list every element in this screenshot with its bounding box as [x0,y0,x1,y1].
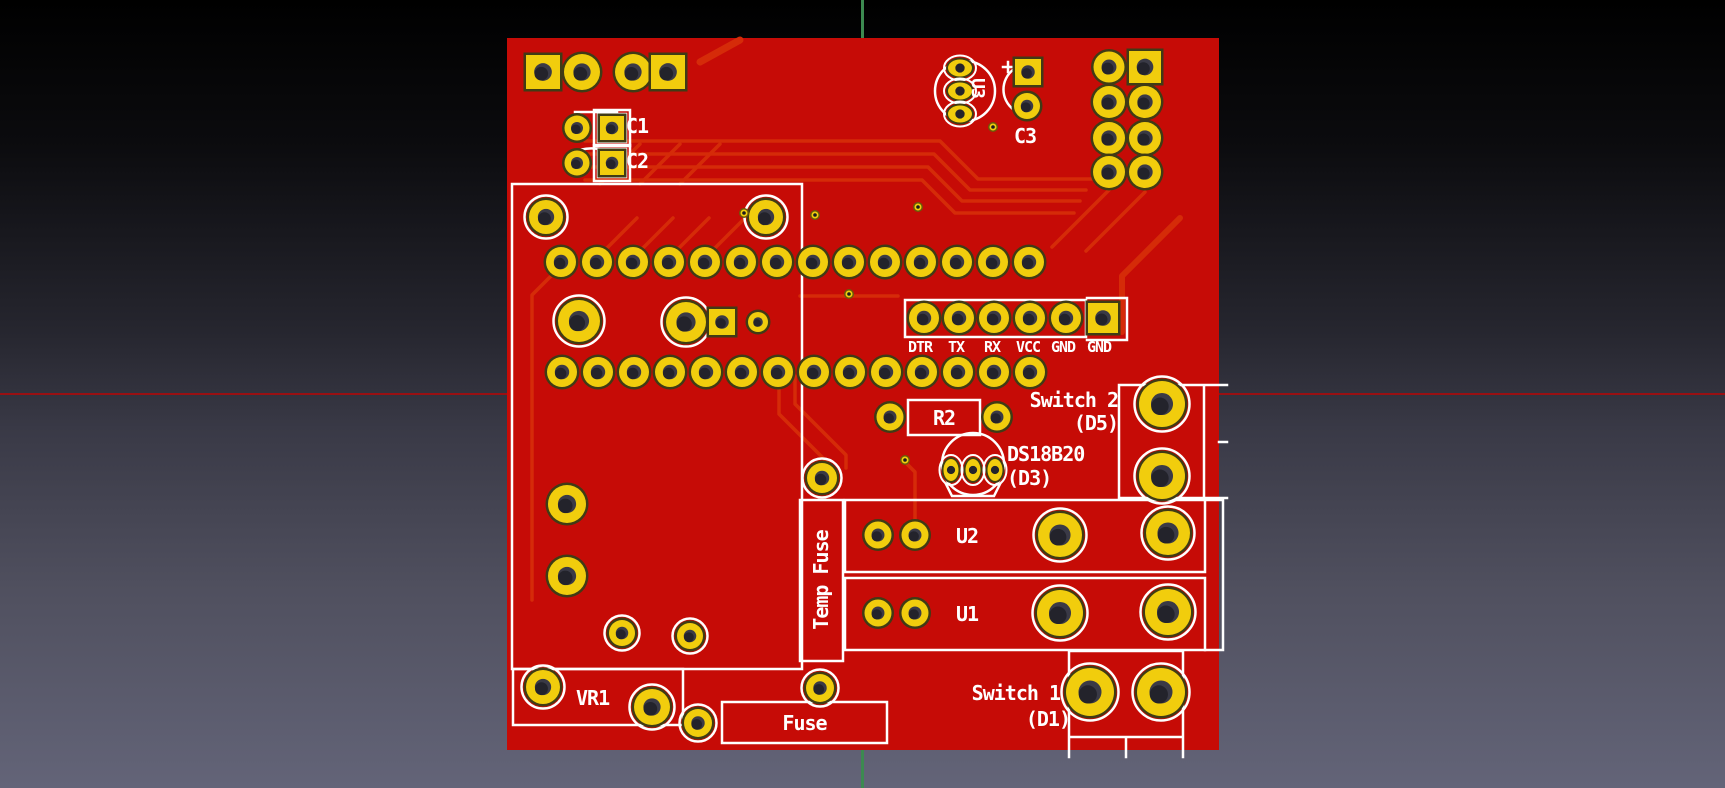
label-header-pin-gnd1: GND [1050,338,1076,356]
component-outline-header [903,298,1088,339]
c3-plus-mark [1001,60,1015,74]
label-ds18b20-ref: (D3) [1007,466,1052,490]
component-outline-switch1 [1067,649,1185,759]
label-temp-fuse: Temp Fuse [809,530,833,630]
label-header-pin-dtr: DTR [907,338,933,356]
component-outline-switch2 [1117,383,1229,500]
label-u1: U1 [956,602,979,626]
label-switch2-ref: (D5) [1073,411,1119,435]
crosshair-vertical-line [861,0,864,788]
label-ds18b20: DS18B20 [1007,442,1085,466]
label-header-pin-vcc: VCC [1015,338,1041,356]
label-switch1-ref: (D1) [1025,707,1071,731]
label-c3: C3 [1014,124,1037,148]
label-r2: R2 [932,406,956,430]
label-u2: U2 [956,524,979,548]
label-header-pin-rx: RX [983,338,1001,356]
component-outline-c3 [1002,63,1039,116]
label-vr1: VR1 [576,686,610,710]
component-outline-left-module [510,182,804,671]
label-switch1: Switch 1 [971,681,1061,705]
label-c2: C2 [626,149,649,173]
label-u3: U3 [967,78,988,98]
label-fuse: Fuse [782,711,827,735]
component-outline-u2 [843,498,1207,574]
label-header-pin-tx: TX [947,338,965,356]
silkscreen-graphics [510,59,1229,759]
label-header-pin-gnd2: GND [1086,338,1112,356]
component-outline-ds18b20 [940,431,1006,497]
component-outline-u1 [843,576,1207,652]
label-switch2: Switch 2 [1029,388,1119,412]
label-c1: C1 [626,114,649,138]
